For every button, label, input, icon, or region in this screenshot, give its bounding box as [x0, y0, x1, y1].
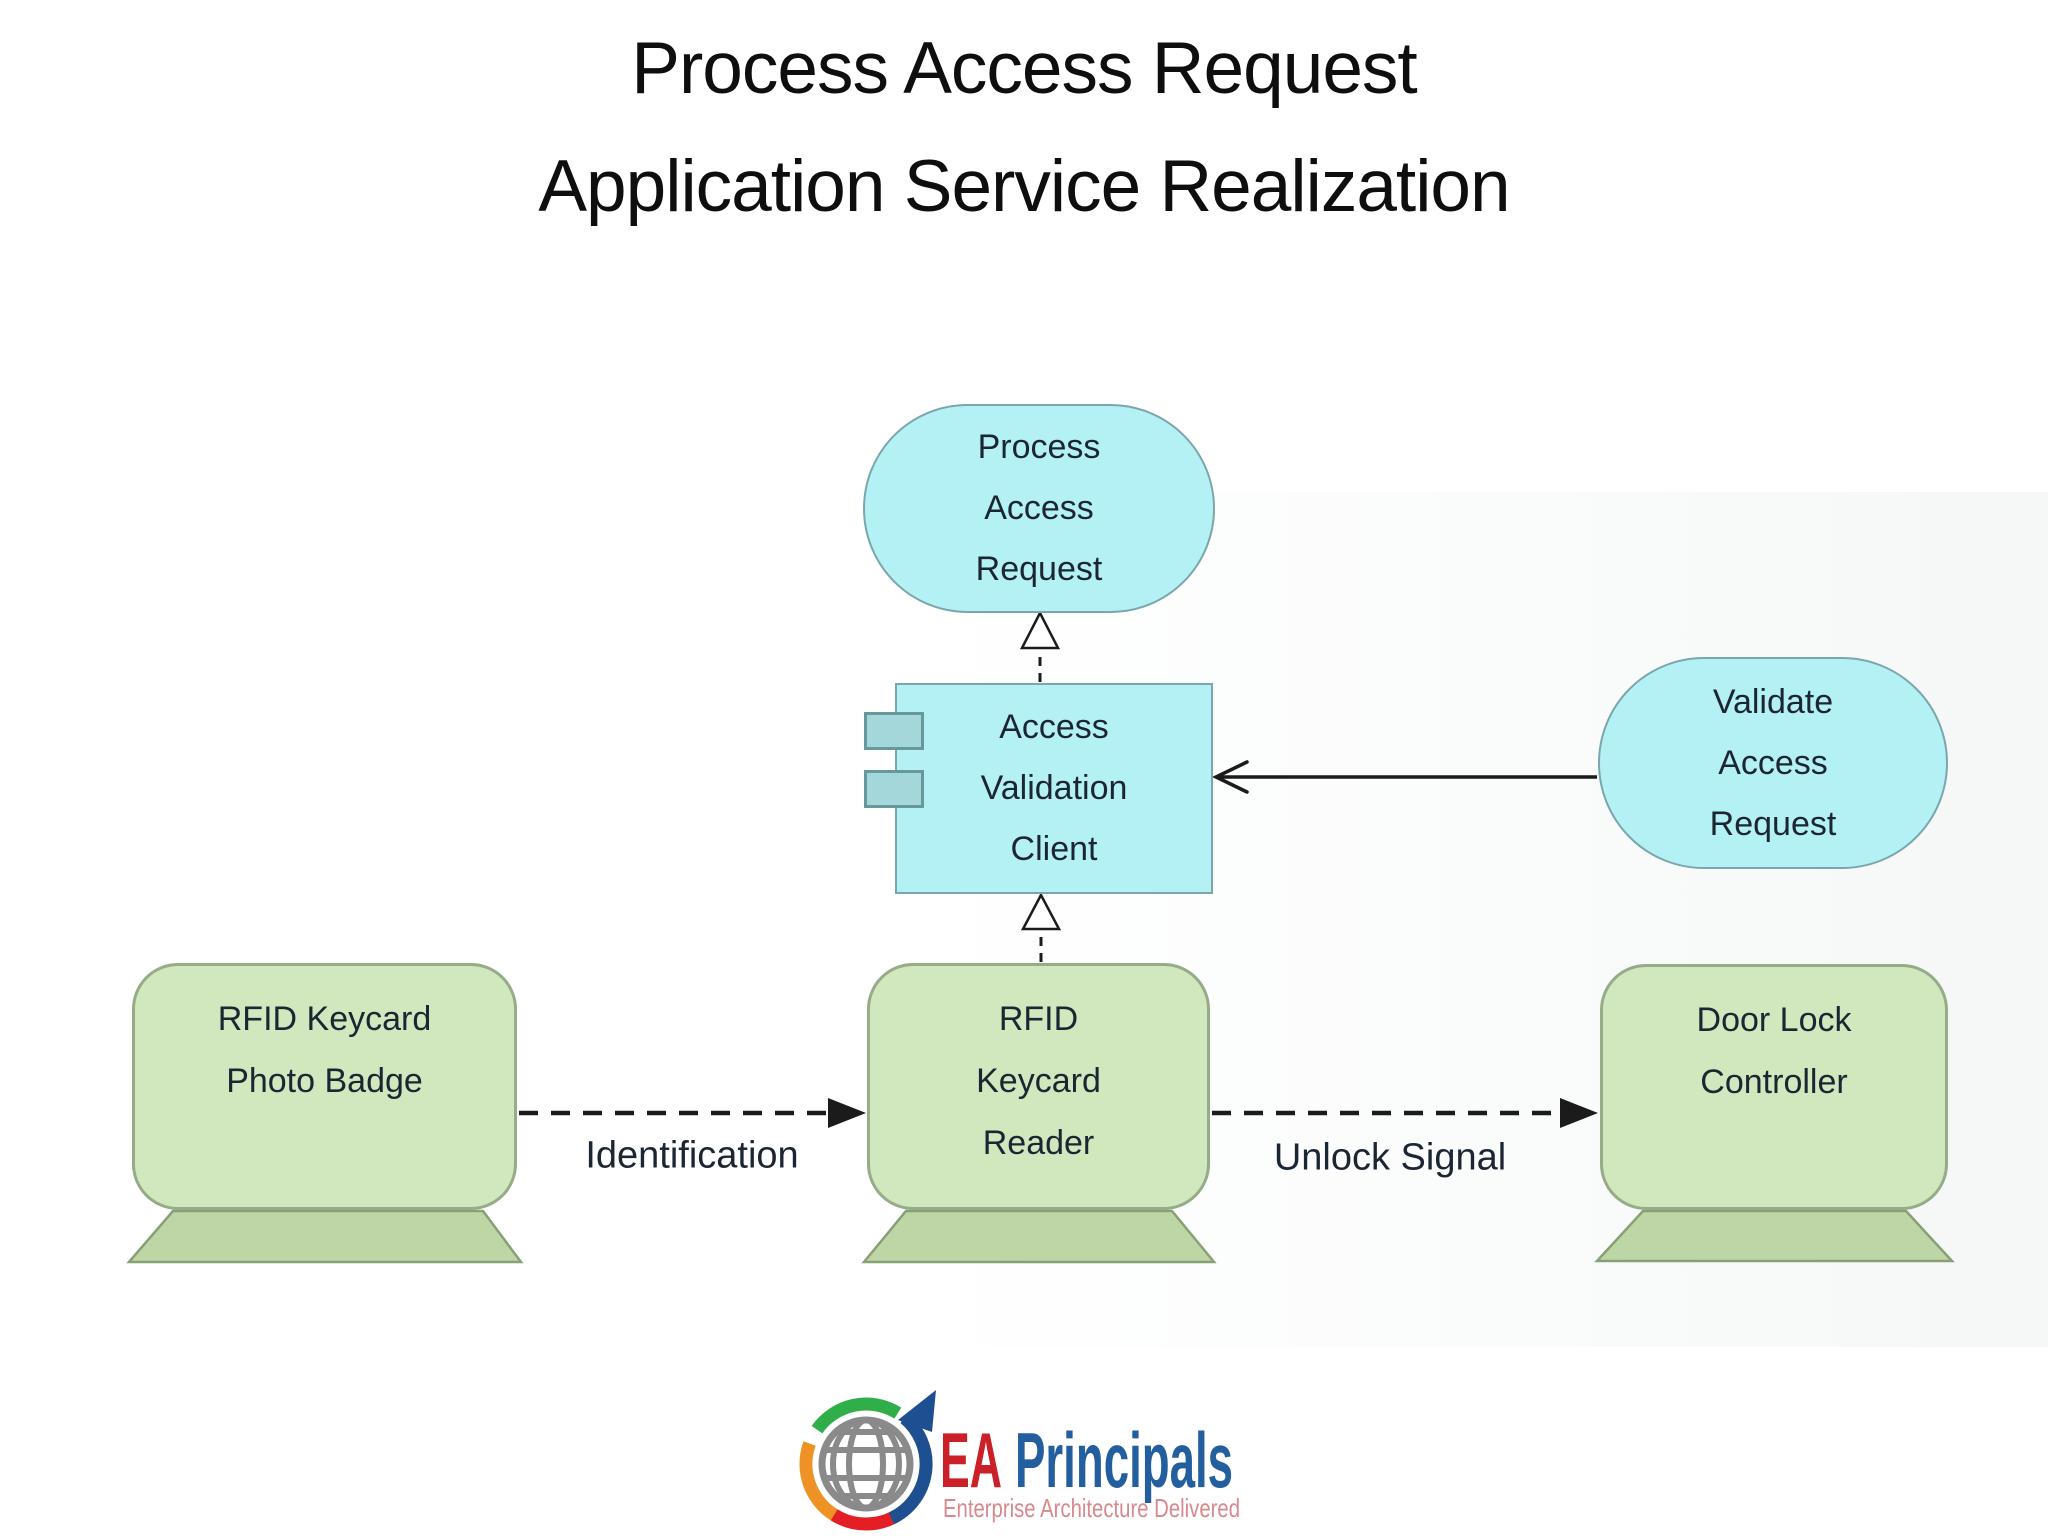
serving-arrow [1211, 760, 1597, 794]
node-label-line: Request [1709, 804, 1837, 843]
node-label-line: Door Lock [1696, 1001, 1852, 1039]
filled-arrowhead-icon [828, 1098, 866, 1128]
globe-icon [818, 1416, 914, 1512]
node-access-validation-client: Access Validation Client [895, 683, 1213, 894]
node-label-line: Client [1010, 830, 1098, 868]
node-rfid-keycard-reader: RFID Keycard Reader [867, 963, 1210, 1210]
node-label-line: Request [975, 550, 1103, 588]
filled-arrowhead-icon [1560, 1098, 1598, 1128]
node-label-line: RFID Keycard [217, 1000, 432, 1038]
device-pedestal [1594, 1209, 1955, 1263]
flow-arrow-identification [519, 1098, 866, 1128]
device-pedestal [126, 1209, 524, 1264]
ea-principals-logo: EA Principals Enterprise Architecture De… [799, 1390, 1240, 1531]
component-port-icon [864, 712, 924, 750]
node-label-line: Keycard [976, 1062, 1101, 1100]
node-label-line: RFID [998, 1000, 1079, 1038]
hollow-triangle-icon [1020, 892, 1062, 931]
edge-label-identification: Identification [585, 1134, 799, 1177]
slide-title-line2: Application Service Realization [538, 146, 1510, 227]
node-label-line: Reader [982, 1124, 1095, 1162]
logo-arc-orange [799, 1441, 842, 1524]
open-arrowhead-icon [1211, 760, 1249, 794]
node-label-line: Access [999, 708, 1109, 746]
node-validate-access-request: Validate Access Request [1598, 657, 1948, 869]
logo-tagline: Enterprise Architecture Delivered [943, 1493, 1240, 1523]
realization-arrow-bottom [1020, 892, 1062, 962]
node-label-line: Validation [980, 769, 1128, 807]
logo-arc-blue [888, 1413, 933, 1525]
logo-brand-secondary: Principals [1015, 1416, 1233, 1504]
edge-label-unlock-signal: Unlock Signal [1273, 1136, 1507, 1179]
node-label-line: Access [1718, 743, 1828, 782]
node-process-access-request: Process Access Request [863, 404, 1215, 613]
flow-arrow-unlock-signal [1212, 1098, 1598, 1128]
logo-arc-red [830, 1509, 902, 1531]
logo-arc-green [811, 1397, 902, 1434]
component-port-icon [864, 770, 924, 808]
device-pedestal [861, 1209, 1217, 1264]
slide-title-line1: Process Access Request [631, 28, 1417, 109]
node-label-line: Access [984, 489, 1094, 527]
logo-orbit-arcs [799, 1390, 936, 1531]
realization-arrow-top [1019, 610, 1061, 682]
logo-arrowhead-icon [898, 1390, 936, 1432]
node-rfid-keycard-photo-badge: RFID Keycard Photo Badge [132, 963, 517, 1210]
logo-brand-primary: EA [940, 1416, 1002, 1504]
node-door-lock-controller: Door Lock Controller [1600, 964, 1948, 1210]
node-label-line: Process [977, 428, 1101, 466]
slide-title: Process Access Request Application Servi… [0, 10, 2048, 246]
device-pedestals [126, 1209, 1955, 1264]
node-label-line: Controller [1700, 1063, 1848, 1101]
hollow-triangle-icon [1019, 610, 1061, 650]
node-label-line: Photo Badge [226, 1062, 423, 1100]
node-label-line: Validate [1712, 682, 1834, 721]
